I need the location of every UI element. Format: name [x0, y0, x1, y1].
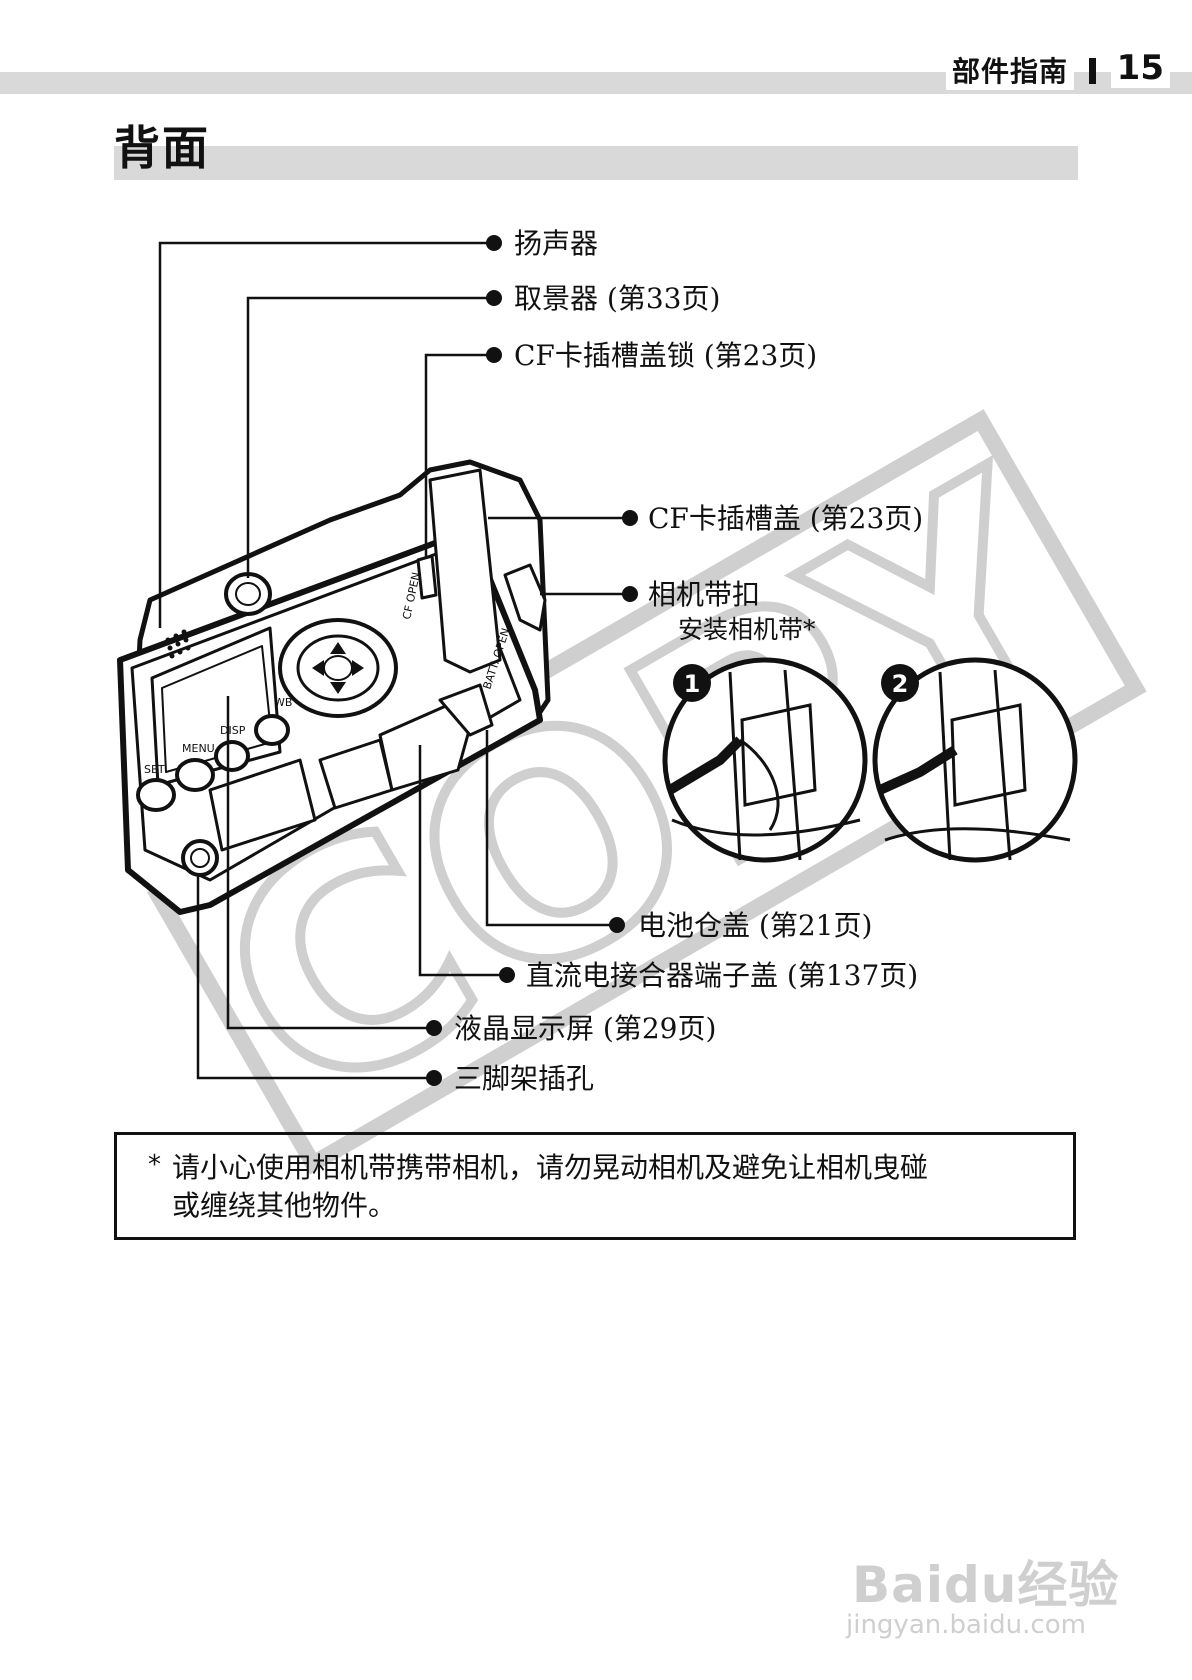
wb-button — [256, 716, 288, 744]
label-tripod: 三脚架插孔 — [454, 1057, 594, 1097]
note-line-1: 请小心使用相机带携带相机，请勿晃动相机及避免让相机曳碰 — [172, 1146, 928, 1186]
label-dc-cover: 直流电接合器端子盖 (第137页) — [526, 954, 918, 994]
note-asterisk: * — [148, 1150, 161, 1180]
strap-step-1: 1 — [665, 660, 865, 860]
disp-label: DISP — [220, 724, 246, 737]
menu-label: MENU — [182, 742, 215, 755]
step-1-number: 1 — [684, 670, 701, 698]
label-lcd: 液晶显示屏 (第29页) — [454, 1007, 716, 1047]
set-label: SET — [144, 763, 165, 776]
label-strap-mount-sub: 安装相机带* — [678, 610, 816, 646]
wb-label: WB — [274, 696, 292, 709]
step-2-number: 2 — [892, 670, 909, 698]
disp-button — [216, 742, 248, 770]
baidu-watermark-url: jingyan.baidu.com — [846, 1610, 1086, 1640]
label-speaker: 扬声器 — [514, 222, 598, 262]
label-battery-cover: 电池仓盖 (第21页) — [638, 904, 872, 944]
note-line-2: 或缠绕其他物件。 — [172, 1184, 396, 1224]
set-button — [138, 780, 174, 810]
label-cf-cover: CF卡插槽盖 (第23页) — [648, 497, 923, 537]
label-viewfinder: 取景器 (第33页) — [514, 277, 720, 317]
strap-step-2: 2 — [875, 660, 1075, 860]
label-cf-lock: CF卡插槽盖锁 (第23页) — [514, 334, 817, 374]
baidu-watermark-logo: Baidu经验 — [852, 1545, 1119, 1617]
label-strap-mount: 相机带扣 — [648, 573, 760, 613]
menu-button — [177, 760, 213, 790]
